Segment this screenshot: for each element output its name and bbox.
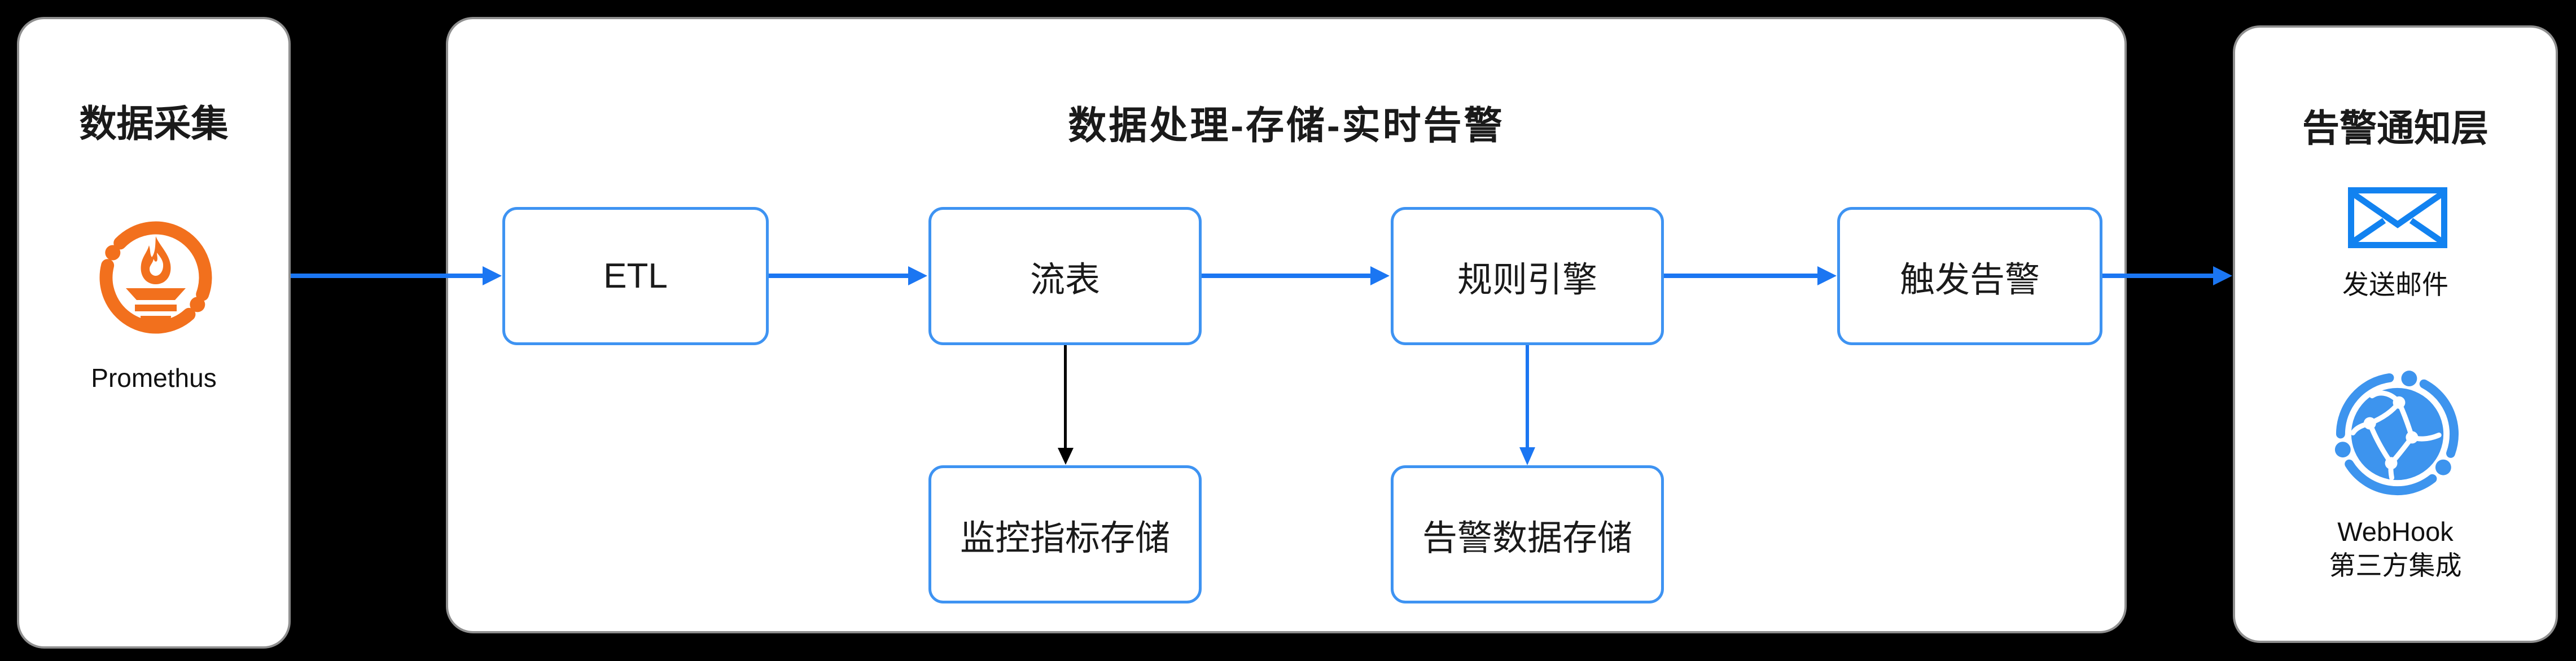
flow-node-label: 告警数据存储 xyxy=(1422,518,1632,558)
webhook-icon xyxy=(2334,371,2459,496)
flow-node-stream-table: 流表 xyxy=(928,207,1202,345)
arrow-stream-to-metric-storage xyxy=(1064,345,1067,448)
webhook-label: WebHook xyxy=(2337,517,2454,547)
arrow-etl-to-stream-table xyxy=(769,266,927,285)
flow-node-label: 监控指标存储 xyxy=(960,518,1170,558)
email-icon xyxy=(2348,187,2447,248)
flow-node-label: 触发告警 xyxy=(1899,260,2040,299)
flow-node-trigger-alert: 触发告警 xyxy=(1837,207,2102,345)
arrow-stream-to-rule-engine xyxy=(1202,266,1390,285)
arrow-rules-to-trigger-alert xyxy=(1664,266,1837,285)
panel-data-collection: 数据采集 Promethus xyxy=(17,17,291,649)
email-label: 发送邮件 xyxy=(2342,270,2448,299)
flow-node-alert-storage: 告警数据存储 xyxy=(1391,465,1664,603)
flow-node-label: 流表 xyxy=(1029,260,1100,299)
flow-node-metric-storage: 监控指标存储 xyxy=(928,465,1202,603)
webhook-sublabel: 第三方集成 xyxy=(2329,550,2462,580)
arrow-trigger-to-notification xyxy=(2102,266,2232,285)
flow-node-etl: ETL xyxy=(502,207,769,345)
panel-alert-notification: 告警通知层 发送邮件 xyxy=(2233,25,2558,643)
panel-title-processing: 数据处理-存储-实时告警 xyxy=(1068,104,1505,148)
prometheus-icon xyxy=(99,221,212,334)
flow-node-label: 规则引擎 xyxy=(1457,260,1597,299)
arrow-rules-to-alert-storage xyxy=(1526,345,1529,447)
panel-title-data-collection: 数据采集 xyxy=(79,102,229,144)
flow-node-rule-engine: 规则引擎 xyxy=(1391,207,1664,345)
panel-title-notification: 告警通知层 xyxy=(2302,107,2489,149)
flow-node-label: ETL xyxy=(603,257,668,296)
arrow-prometheus-to-etl xyxy=(291,266,502,285)
prometheus-label: Promethus xyxy=(91,363,217,393)
